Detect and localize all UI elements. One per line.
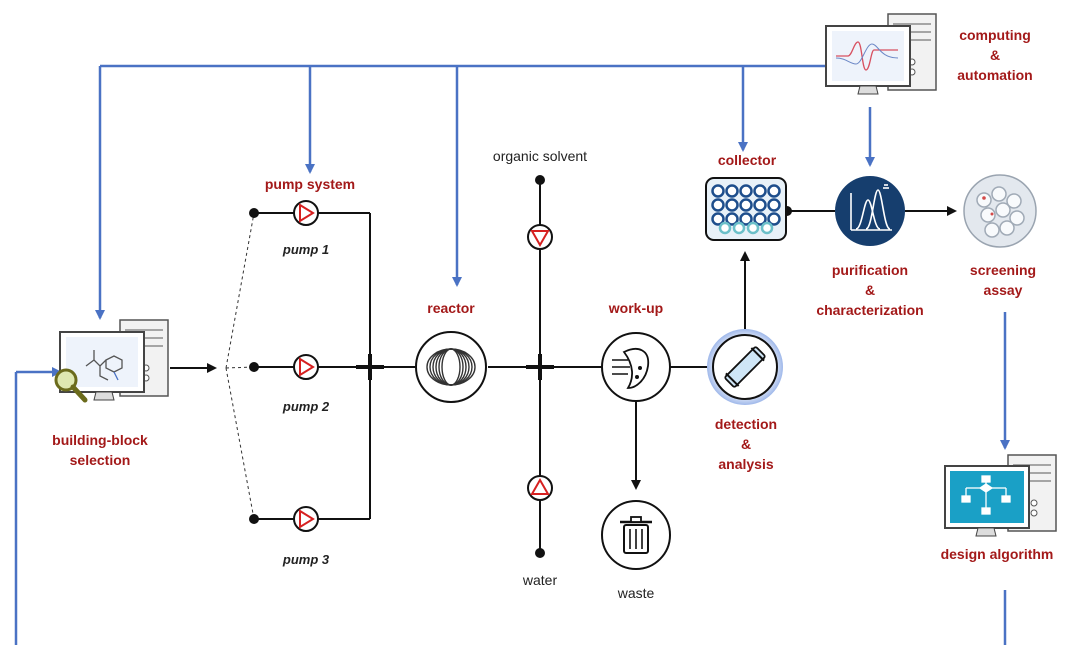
detection-amp-label: & (740, 436, 752, 452)
building-block-computer-icon (54, 319, 169, 403)
screening-label: screening (969, 262, 1037, 278)
workup-icon (601, 332, 671, 402)
pump2-label: pump 2 (282, 399, 330, 414)
pump-icon (527, 475, 553, 501)
building-block-label: building-block (52, 432, 148, 448)
cross-junctions (356, 354, 554, 380)
purification-label: purification (831, 262, 909, 278)
detection-icon (707, 329, 783, 405)
purification-amp-label: & (864, 282, 876, 298)
waste-label: waste (617, 585, 655, 601)
waste-bin-icon (601, 500, 671, 570)
purification-chromatogram-icon (835, 176, 905, 246)
selection-label: selection (69, 452, 131, 468)
collector-label: collector (717, 152, 777, 168)
pump-icon (293, 506, 319, 532)
flow-lines (170, 180, 957, 553)
pump3-label: pump 3 (282, 552, 330, 567)
automation-label: automation (957, 67, 1033, 83)
reactor-label: reactor (427, 300, 475, 316)
design-algorithm-label: design algorithm (940, 546, 1054, 562)
assay-label: assay (983, 282, 1023, 298)
pump-icon (527, 224, 553, 250)
organic-solvent-label: organic solvent (492, 148, 588, 164)
computing-computer-icon (825, 13, 937, 95)
design-algorithm-computer-icon (944, 454, 1057, 537)
detection-label: detection (714, 416, 778, 432)
computing-label: computing (959, 27, 1031, 43)
workup-label: work-up (608, 300, 664, 316)
pump1-label: pump 1 (282, 242, 330, 257)
water-label: water (522, 572, 558, 588)
pump-icon (293, 200, 319, 226)
pump-icon (293, 354, 319, 380)
collector-plate-icon (705, 177, 787, 241)
analysis-label: analysis (718, 456, 774, 472)
screening-plate-icon (963, 174, 1037, 248)
split-dashes (225, 212, 255, 520)
computing-amp-label: & (989, 47, 1001, 63)
characterization-label: characterization (816, 302, 924, 318)
reactor-icon (415, 331, 487, 403)
pump-system-label: pump system (264, 176, 356, 192)
automation-lines (14, 64, 1010, 645)
